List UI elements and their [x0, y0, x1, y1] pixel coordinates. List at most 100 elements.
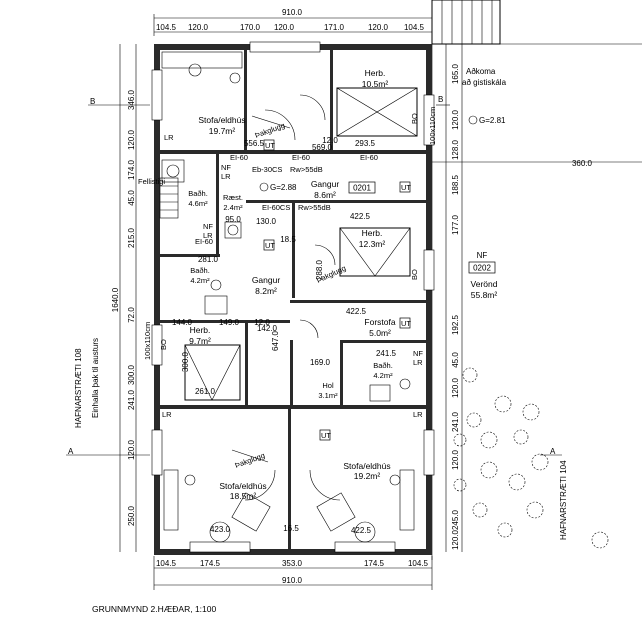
top-dim-2: 170.0 — [240, 23, 261, 32]
room-forstofa-area: 5.0m² — [369, 328, 391, 338]
nf-raest: NF — [203, 222, 213, 231]
inner-dim-9: 12.0 — [254, 318, 270, 327]
street-left: HAFNARSTRÆTI 108 — [74, 348, 83, 428]
bath-fixtures — [161, 159, 411, 402]
right-dim-8: 241.0 — [451, 411, 460, 432]
inner-dim-11: 647.0 — [271, 330, 280, 351]
inner-dim-2: 293.5 — [355, 139, 376, 148]
rw-label-mid: Rw>55dB — [298, 203, 331, 212]
left-dim-2: 174.0 — [127, 159, 136, 180]
inner-dim-16: 169.0 — [310, 358, 331, 367]
ut-sign-bottom: UT — [321, 431, 331, 440]
room-badh-right-name: Baðh. — [373, 361, 393, 370]
left-dim-1: 120.0 — [127, 129, 136, 150]
inner-dim-8: 149.0 — [219, 318, 240, 327]
ei60-bath: EI-60 — [195, 237, 213, 246]
right-dim-4: 177.0 — [451, 214, 460, 235]
lr-left: LR — [164, 133, 174, 142]
nf-badh: NF — [221, 163, 231, 172]
unit-tags: 0201 0202 NF — [348, 181, 496, 274]
interior-walls — [160, 50, 426, 549]
room-herb-mid-name: Herb. — [362, 228, 383, 238]
left-dim-5: 1640.0 — [111, 287, 120, 312]
right-dim-10: 245.0 — [451, 509, 460, 530]
room-stofa-br-name: Stofa/eldhús — [343, 461, 390, 471]
section-b-right: B — [438, 95, 443, 104]
left-dim-7: 300.0 — [127, 364, 136, 385]
door-swings — [231, 94, 356, 532]
inner-dim-17: 241.5 — [376, 349, 397, 358]
ut-sign-top: UT — [265, 141, 275, 150]
ut-sign-hall: UT — [401, 183, 411, 192]
left-dim-8: 241.0 — [127, 389, 136, 410]
room-verond-area: 55.8m² — [471, 290, 498, 300]
bo-left: BO — [159, 339, 168, 350]
left-dim-0: 346.0 — [127, 89, 136, 110]
nf-verond: NF — [477, 251, 488, 260]
left-dim-9: 120.0 — [127, 439, 136, 460]
drawing-title: GRUNNMYND 2.HÆÐAR, 1:100 — [92, 604, 216, 614]
right-dim-2: 128.0 — [451, 139, 460, 160]
room-labels: Stofa/eldhús 19.7m² Herb. 10.5m² Baðh. 4… — [188, 68, 498, 501]
inner-dim-18: 423.0 — [210, 525, 231, 534]
inner-dim-5: 422.5 — [346, 307, 367, 316]
unit-tag-0201: 0201 — [353, 184, 371, 193]
skylight-bottom: Þakglugg — [234, 451, 266, 470]
opn-right: 100x110cm — [428, 107, 437, 145]
inner-dim-15: 261.0 — [195, 387, 216, 396]
skylight-top: Þakglugg — [254, 121, 286, 140]
inner-dim-10: 142.0 — [257, 324, 278, 333]
room-gangur-mid-name: Gangur — [252, 275, 281, 285]
room-gangur-top-area: 8.6m² — [314, 190, 336, 200]
lr-bottom-left: LR — [162, 410, 172, 419]
inner-dim-23: 360.0 — [572, 159, 593, 168]
einhalla-note: Einhalla þak til austurs — [91, 338, 100, 418]
right-dim-6: 45.0 — [451, 352, 460, 368]
ei60-label-top: EI-60 — [230, 153, 248, 162]
top-dim-3: 120.0 — [274, 23, 295, 32]
right-dim-0: 165.0 — [451, 63, 460, 84]
inner-dim-0: 556.5 — [244, 139, 265, 148]
room-hol-name: Hol — [322, 381, 334, 390]
lr-badh: LR — [221, 172, 231, 181]
top-dim-0: 104.5 — [156, 23, 177, 32]
room-stofa-bl-area: 18.5m² — [230, 491, 257, 501]
ground-marks: G=2.88 G=2.81 — [259, 115, 506, 192]
section-b-left: B — [90, 97, 95, 106]
access-label: Aðkoma að gistiskála — [462, 67, 507, 87]
room-stofa-bl-name: Stofa/eldhús — [219, 481, 266, 491]
bo-top: BO — [410, 113, 419, 124]
left-dim-10: 250.0 — [127, 505, 136, 526]
ut-sign-mid: UT — [265, 241, 275, 250]
inner-dim-12: 130.0 — [256, 217, 277, 226]
inner-dim-13: 95.0 — [225, 215, 241, 224]
right-dim-7: 120.0 — [451, 377, 460, 398]
inner-dim-1: 569.0 — [312, 143, 333, 152]
access-line-1: Aðkoma — [466, 67, 496, 76]
inner-dim-14: 18.5 — [280, 235, 296, 244]
bottom-dim-1: 174.5 — [200, 559, 221, 568]
inner-dim-4: 422.5 — [350, 212, 371, 221]
right-dim-11: 120.0 — [451, 529, 460, 550]
room-herb-left-area: 9.7m² — [189, 336, 211, 346]
right-dim-9: 120.0 — [451, 449, 460, 470]
lr-bottom-right: LR — [413, 410, 423, 419]
inner-dim-22: 300.0 — [181, 351, 190, 372]
room-badh-mid-name: Baðh. — [190, 266, 210, 275]
bed-left — [184, 344, 241, 401]
ut-sign-forstofa: UT — [401, 319, 411, 328]
left-dim-6: 72.0 — [127, 307, 136, 323]
lr-raest: LR — [203, 231, 213, 240]
section-a-right: A — [550, 447, 556, 456]
exit-signs: UT UT UT UT UT — [263, 139, 411, 441]
bottom-dimension-line: 910.0 — [153, 556, 433, 590]
section-markers: B B A A — [66, 95, 562, 456]
bottom-dim-0: 104.5 — [156, 559, 177, 568]
right-dim-3: 188.5 — [451, 174, 460, 195]
inner-dim-20: 16.5 — [283, 524, 299, 533]
bottom-dim-4: 104.5 — [408, 559, 429, 568]
top-dim-1: 120.0 — [188, 23, 209, 32]
top-dim-5: 120.0 — [368, 23, 389, 32]
kitchen-counters — [161, 51, 415, 543]
